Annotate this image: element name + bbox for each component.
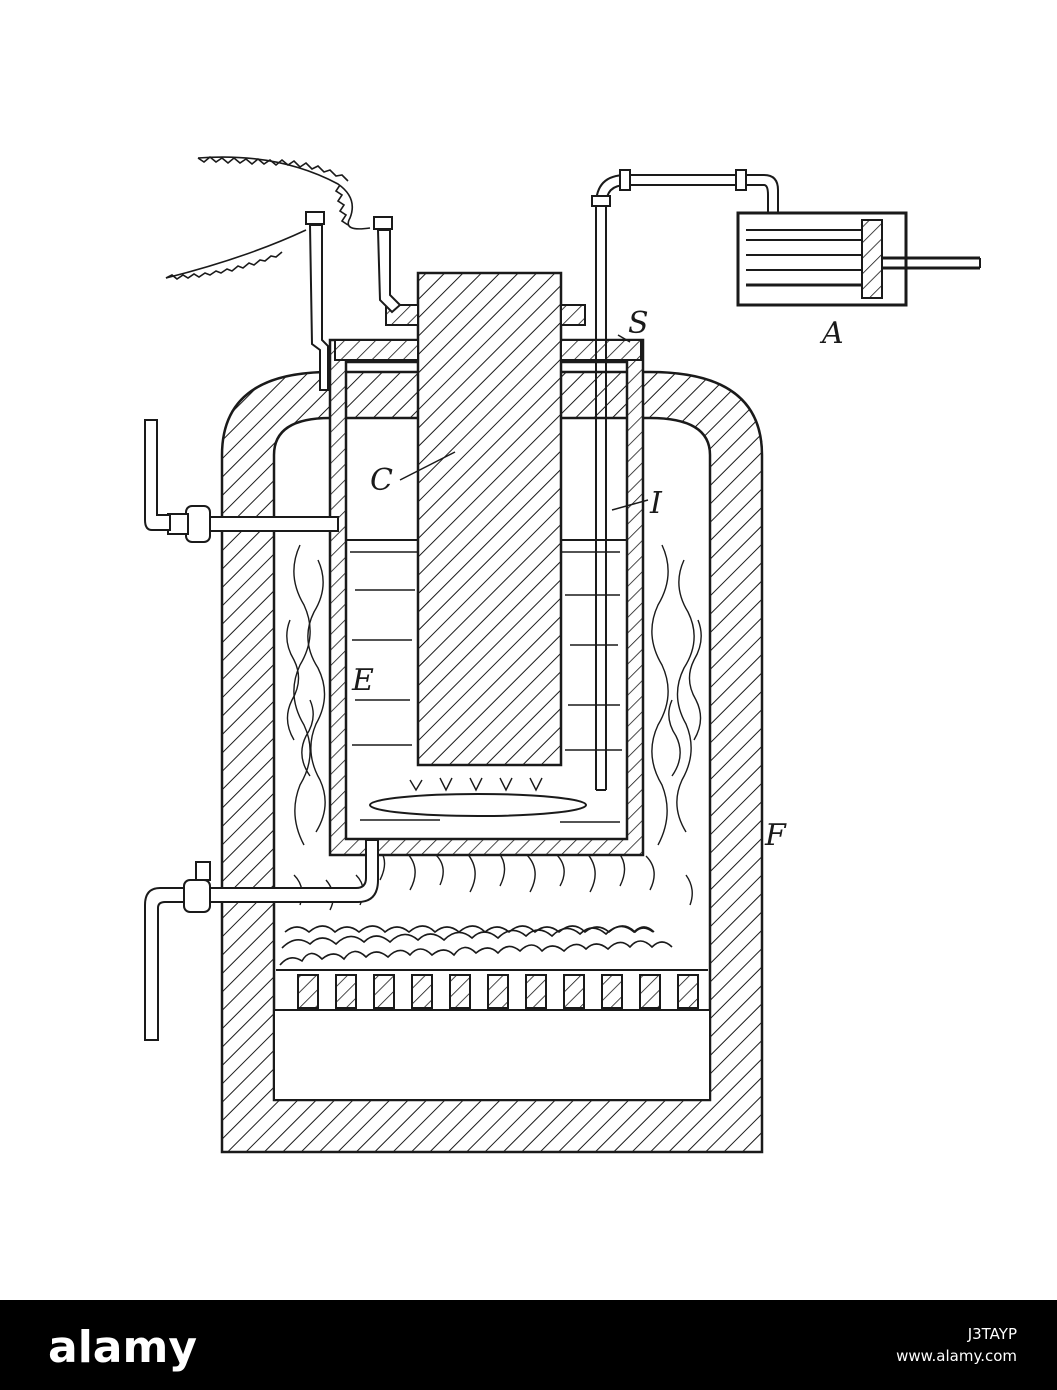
wires	[165, 155, 371, 280]
label-e: E	[351, 663, 374, 698]
image-id: J3TAYP	[967, 1325, 1017, 1343]
leader-lines	[399, 334, 649, 511]
lower-tap	[144, 839, 379, 1041]
carbon-electrode	[416, 271, 563, 767]
grate-bars	[297, 974, 699, 1009]
brand-logo: alamy	[48, 1322, 197, 1373]
ash-pit	[273, 1009, 711, 1101]
label-s: S	[628, 306, 649, 341]
cylinder	[736, 211, 981, 307]
gas-bubbles	[409, 777, 543, 792]
stock-footer: alamy J3TAYP www.alamy.com	[0, 1300, 1057, 1390]
electrolyte	[346, 539, 627, 823]
terminal-right	[373, 216, 402, 314]
lid-right	[560, 339, 642, 361]
fuel-bed	[276, 925, 708, 971]
gas-tube	[591, 169, 779, 791]
site-url: www.alamy.com	[896, 1347, 1017, 1365]
electrode-collar-right	[560, 304, 586, 326]
metal-pool	[369, 793, 587, 817]
furnace-wall	[220, 370, 764, 1154]
label-f: F	[764, 818, 787, 853]
image-id-block: J3TAYP www.alamy.com	[896, 1323, 1017, 1367]
upper-tap	[144, 419, 339, 543]
terminal-left	[305, 211, 329, 391]
electrolytic-furnace-diagram: S A C I E F	[144, 155, 981, 1154]
lid-left	[334, 339, 419, 361]
label-i: I	[649, 486, 663, 521]
label-c: C	[370, 463, 393, 498]
label-a: A	[819, 316, 844, 351]
